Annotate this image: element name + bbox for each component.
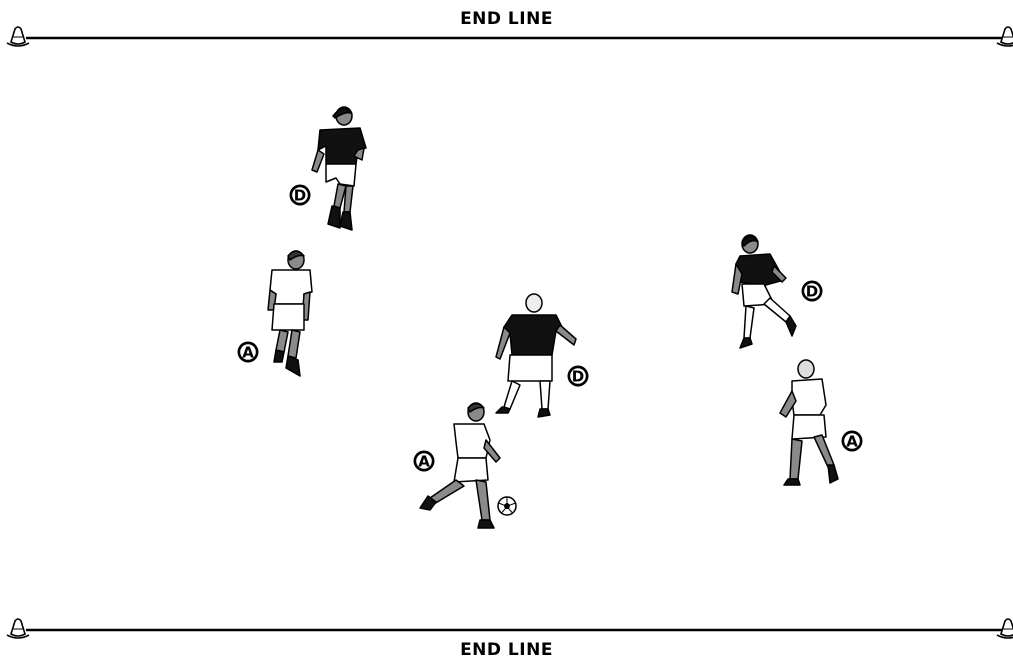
player-figure-icon xyxy=(311,106,367,231)
top-end-line-label: END LINE xyxy=(460,9,553,29)
player-attacker-2 xyxy=(419,402,501,529)
cone-icon xyxy=(996,618,1013,639)
role-letter: D xyxy=(806,283,818,301)
badge-attacker-2: A xyxy=(413,450,435,472)
player-defender-3 xyxy=(731,234,797,349)
role-letter: A xyxy=(242,344,254,362)
badge-defender-2: D xyxy=(567,365,589,387)
player-figure-icon xyxy=(267,250,313,377)
player-figure-icon xyxy=(779,359,839,486)
player-figure-icon xyxy=(419,402,501,529)
badge-attacker-3: A xyxy=(841,430,863,452)
cone-icon xyxy=(996,26,1013,47)
soccer-ball-icon xyxy=(497,496,517,516)
badge-defender-3: D xyxy=(801,280,823,302)
player-defender-2 xyxy=(495,293,577,418)
role-letter: A xyxy=(418,453,430,471)
role-letter: D xyxy=(294,187,306,205)
player-figure-icon xyxy=(495,293,577,418)
badge-attacker-1: A xyxy=(237,341,259,363)
badge-defender-1: D xyxy=(289,184,311,206)
player-attacker-3 xyxy=(779,359,839,486)
player-attacker-1 xyxy=(267,250,313,377)
role-letter: A xyxy=(846,433,858,451)
player-figure-icon xyxy=(731,234,797,349)
cone-icon xyxy=(6,26,30,47)
role-letter: D xyxy=(572,368,584,386)
cone-icon xyxy=(6,618,30,639)
bottom-end-line-label: END LINE xyxy=(460,640,553,660)
player-defender-1 xyxy=(311,106,367,231)
